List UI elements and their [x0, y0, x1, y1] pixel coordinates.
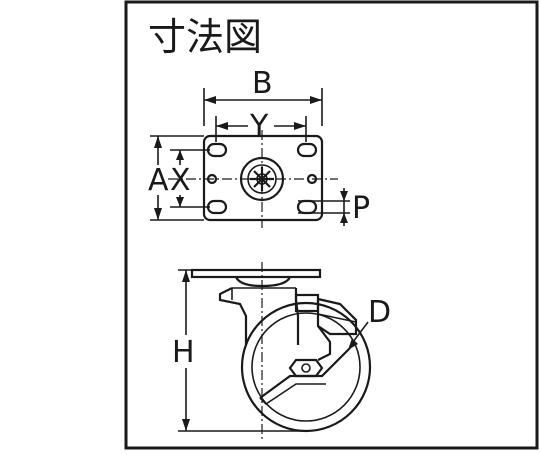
slot-hole-br — [296, 199, 318, 215]
x-arrow-top — [176, 150, 184, 160]
label-b: B — [252, 66, 273, 101]
y-arrow-left — [216, 122, 228, 130]
b-arrow-left — [204, 96, 216, 104]
label-x: X — [170, 163, 191, 198]
slot-hole-bl — [206, 199, 228, 215]
wheel-inner — [251, 312, 361, 422]
top-view: B Y — [148, 66, 370, 228]
fork-left — [218, 287, 248, 345]
a-arrow-bottom — [154, 208, 162, 220]
side-view: H D — [172, 262, 391, 440]
drawing-title: 寸法図 — [148, 15, 262, 59]
label-h: H — [172, 335, 195, 370]
h-arrow-top — [182, 270, 190, 282]
p-arrow-top — [340, 191, 348, 201]
label-d: D — [368, 295, 391, 330]
axle-nut — [288, 358, 324, 378]
y-arrow-right — [294, 122, 306, 130]
slot-hole-tr — [296, 142, 318, 158]
label-y: Y — [249, 109, 269, 144]
hub-outer — [239, 156, 285, 202]
label-p: P — [352, 191, 370, 226]
swivel-head — [234, 276, 292, 288]
hub-inner — [247, 164, 277, 194]
axle-center — [301, 363, 311, 373]
brake-lever-edge — [259, 383, 326, 406]
d-leader-arrow — [348, 338, 358, 350]
side-top-plate — [190, 268, 322, 279]
x-arrow-bottom — [176, 197, 184, 207]
brake-arm — [317, 325, 332, 361]
b-arrow-right — [310, 96, 322, 104]
hub-star — [250, 167, 274, 191]
a-arrow-top — [154, 136, 162, 148]
brake-lever — [259, 347, 351, 399]
h-arrow-bottom — [182, 419, 190, 431]
p-arrow-bottom — [340, 213, 348, 223]
top-plate — [202, 134, 324, 222]
outer-border — [124, 0, 539, 450]
label-a: A — [148, 163, 169, 198]
wheel-outer — [240, 301, 372, 433]
slot-hole-tl — [206, 142, 228, 158]
